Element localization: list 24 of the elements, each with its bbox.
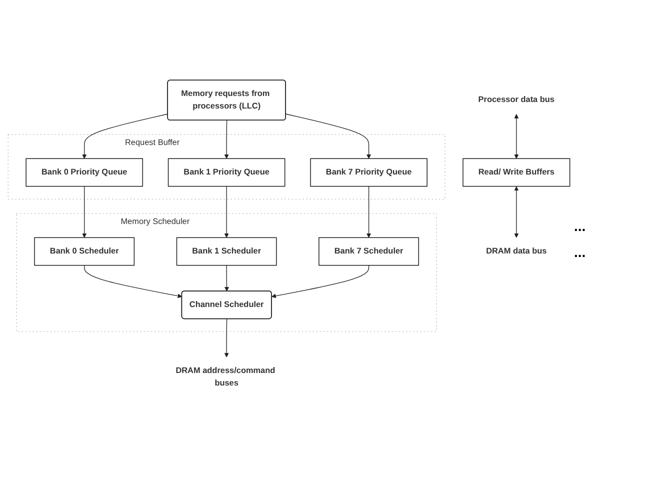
node-box: Bank 7 Scheduler xyxy=(318,237,420,266)
arrow xyxy=(84,264,182,298)
arrow xyxy=(272,264,370,298)
arrow xyxy=(224,264,229,292)
node-box: Bank 0 Priority Queue xyxy=(26,158,144,187)
arrow xyxy=(514,186,519,238)
node-text: DRAM data bus xyxy=(486,246,547,256)
node-box: Bank 0 Scheduler xyxy=(34,237,135,266)
ellipsis-text: ... xyxy=(574,218,587,234)
arrow xyxy=(514,114,519,159)
node-box: Bank 1 Scheduler xyxy=(176,237,277,266)
node-box: Bank 1 Priority Queue xyxy=(168,158,286,187)
node-box: Bank 7 Priority Queue xyxy=(310,158,428,187)
node-text: Processor data bus xyxy=(478,95,554,104)
arrow xyxy=(82,186,87,238)
arrow xyxy=(224,120,229,159)
arrow xyxy=(366,186,372,238)
arrow xyxy=(224,318,229,358)
arrow xyxy=(82,114,168,159)
node-text: DRAM address/command buses xyxy=(176,366,276,388)
ellipsis-text: ... xyxy=(574,244,587,260)
arrow xyxy=(286,114,372,159)
node-box: Read/ Write Buffers xyxy=(462,158,570,187)
arrow xyxy=(224,186,229,238)
